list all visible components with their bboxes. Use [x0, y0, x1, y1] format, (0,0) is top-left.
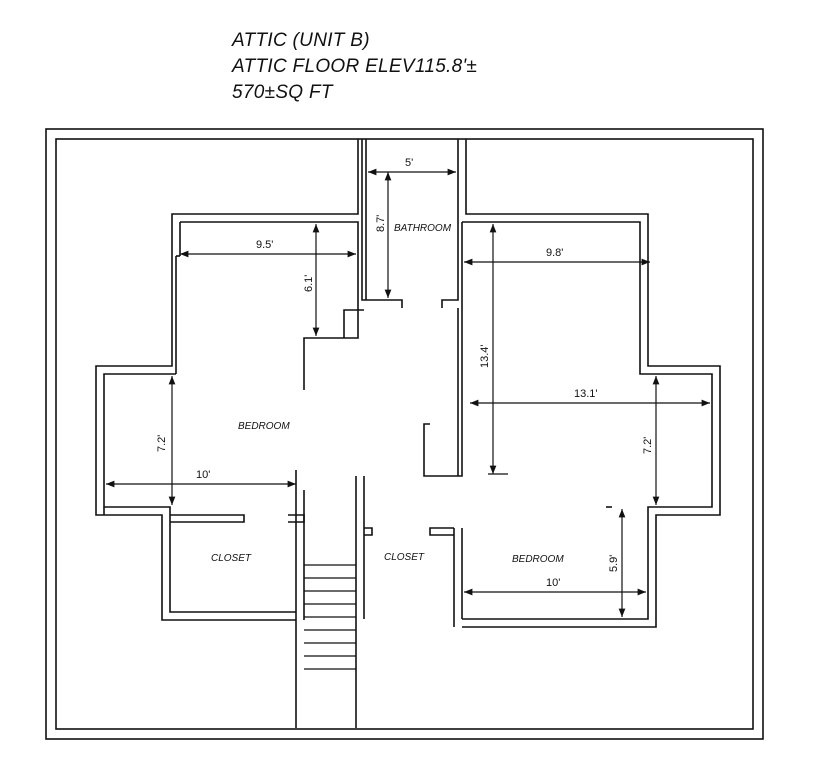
- dim-right-lower-depth: 5.9': [608, 555, 620, 572]
- dim-left-lower-width: 10': [196, 469, 210, 481]
- dim-bath-width: 5': [405, 157, 413, 169]
- square-footage: 570±SQ FT: [232, 82, 333, 103]
- stairs: [304, 564, 356, 670]
- room-bathroom: BATHROOM: [394, 223, 452, 234]
- dimension-lines: [106, 168, 710, 617]
- dim-bath-depth: 8.7': [375, 215, 387, 232]
- dim-left-wing-depth: 7.2': [156, 435, 168, 452]
- dim-right-depth: 13.4': [479, 344, 491, 368]
- dim-right-mid-width: 13.1': [574, 388, 598, 400]
- dim-right-wing-depth: 7.2': [642, 437, 654, 454]
- room-closet-left: CLOSET: [211, 553, 252, 564]
- interior-walls: [95, 139, 721, 728]
- exterior-walls: [45, 128, 764, 740]
- dim-right-lower-width: 10': [546, 577, 560, 589]
- floor-elevation: ATTIC FLOOR ELEV115.8'±: [232, 56, 478, 77]
- room-bedroom-right: BEDROOM: [512, 554, 564, 565]
- dim-left-upper-depth: 6.1': [303, 275, 315, 292]
- dim-left-upper-width: 9.5': [256, 239, 273, 251]
- plan-title: ATTIC (UNIT B): [232, 30, 370, 51]
- room-bedroom-left: BEDROOM: [238, 421, 290, 432]
- dim-right-upper-width: 9.8': [546, 247, 563, 259]
- room-closet-center: CLOSET: [384, 552, 425, 563]
